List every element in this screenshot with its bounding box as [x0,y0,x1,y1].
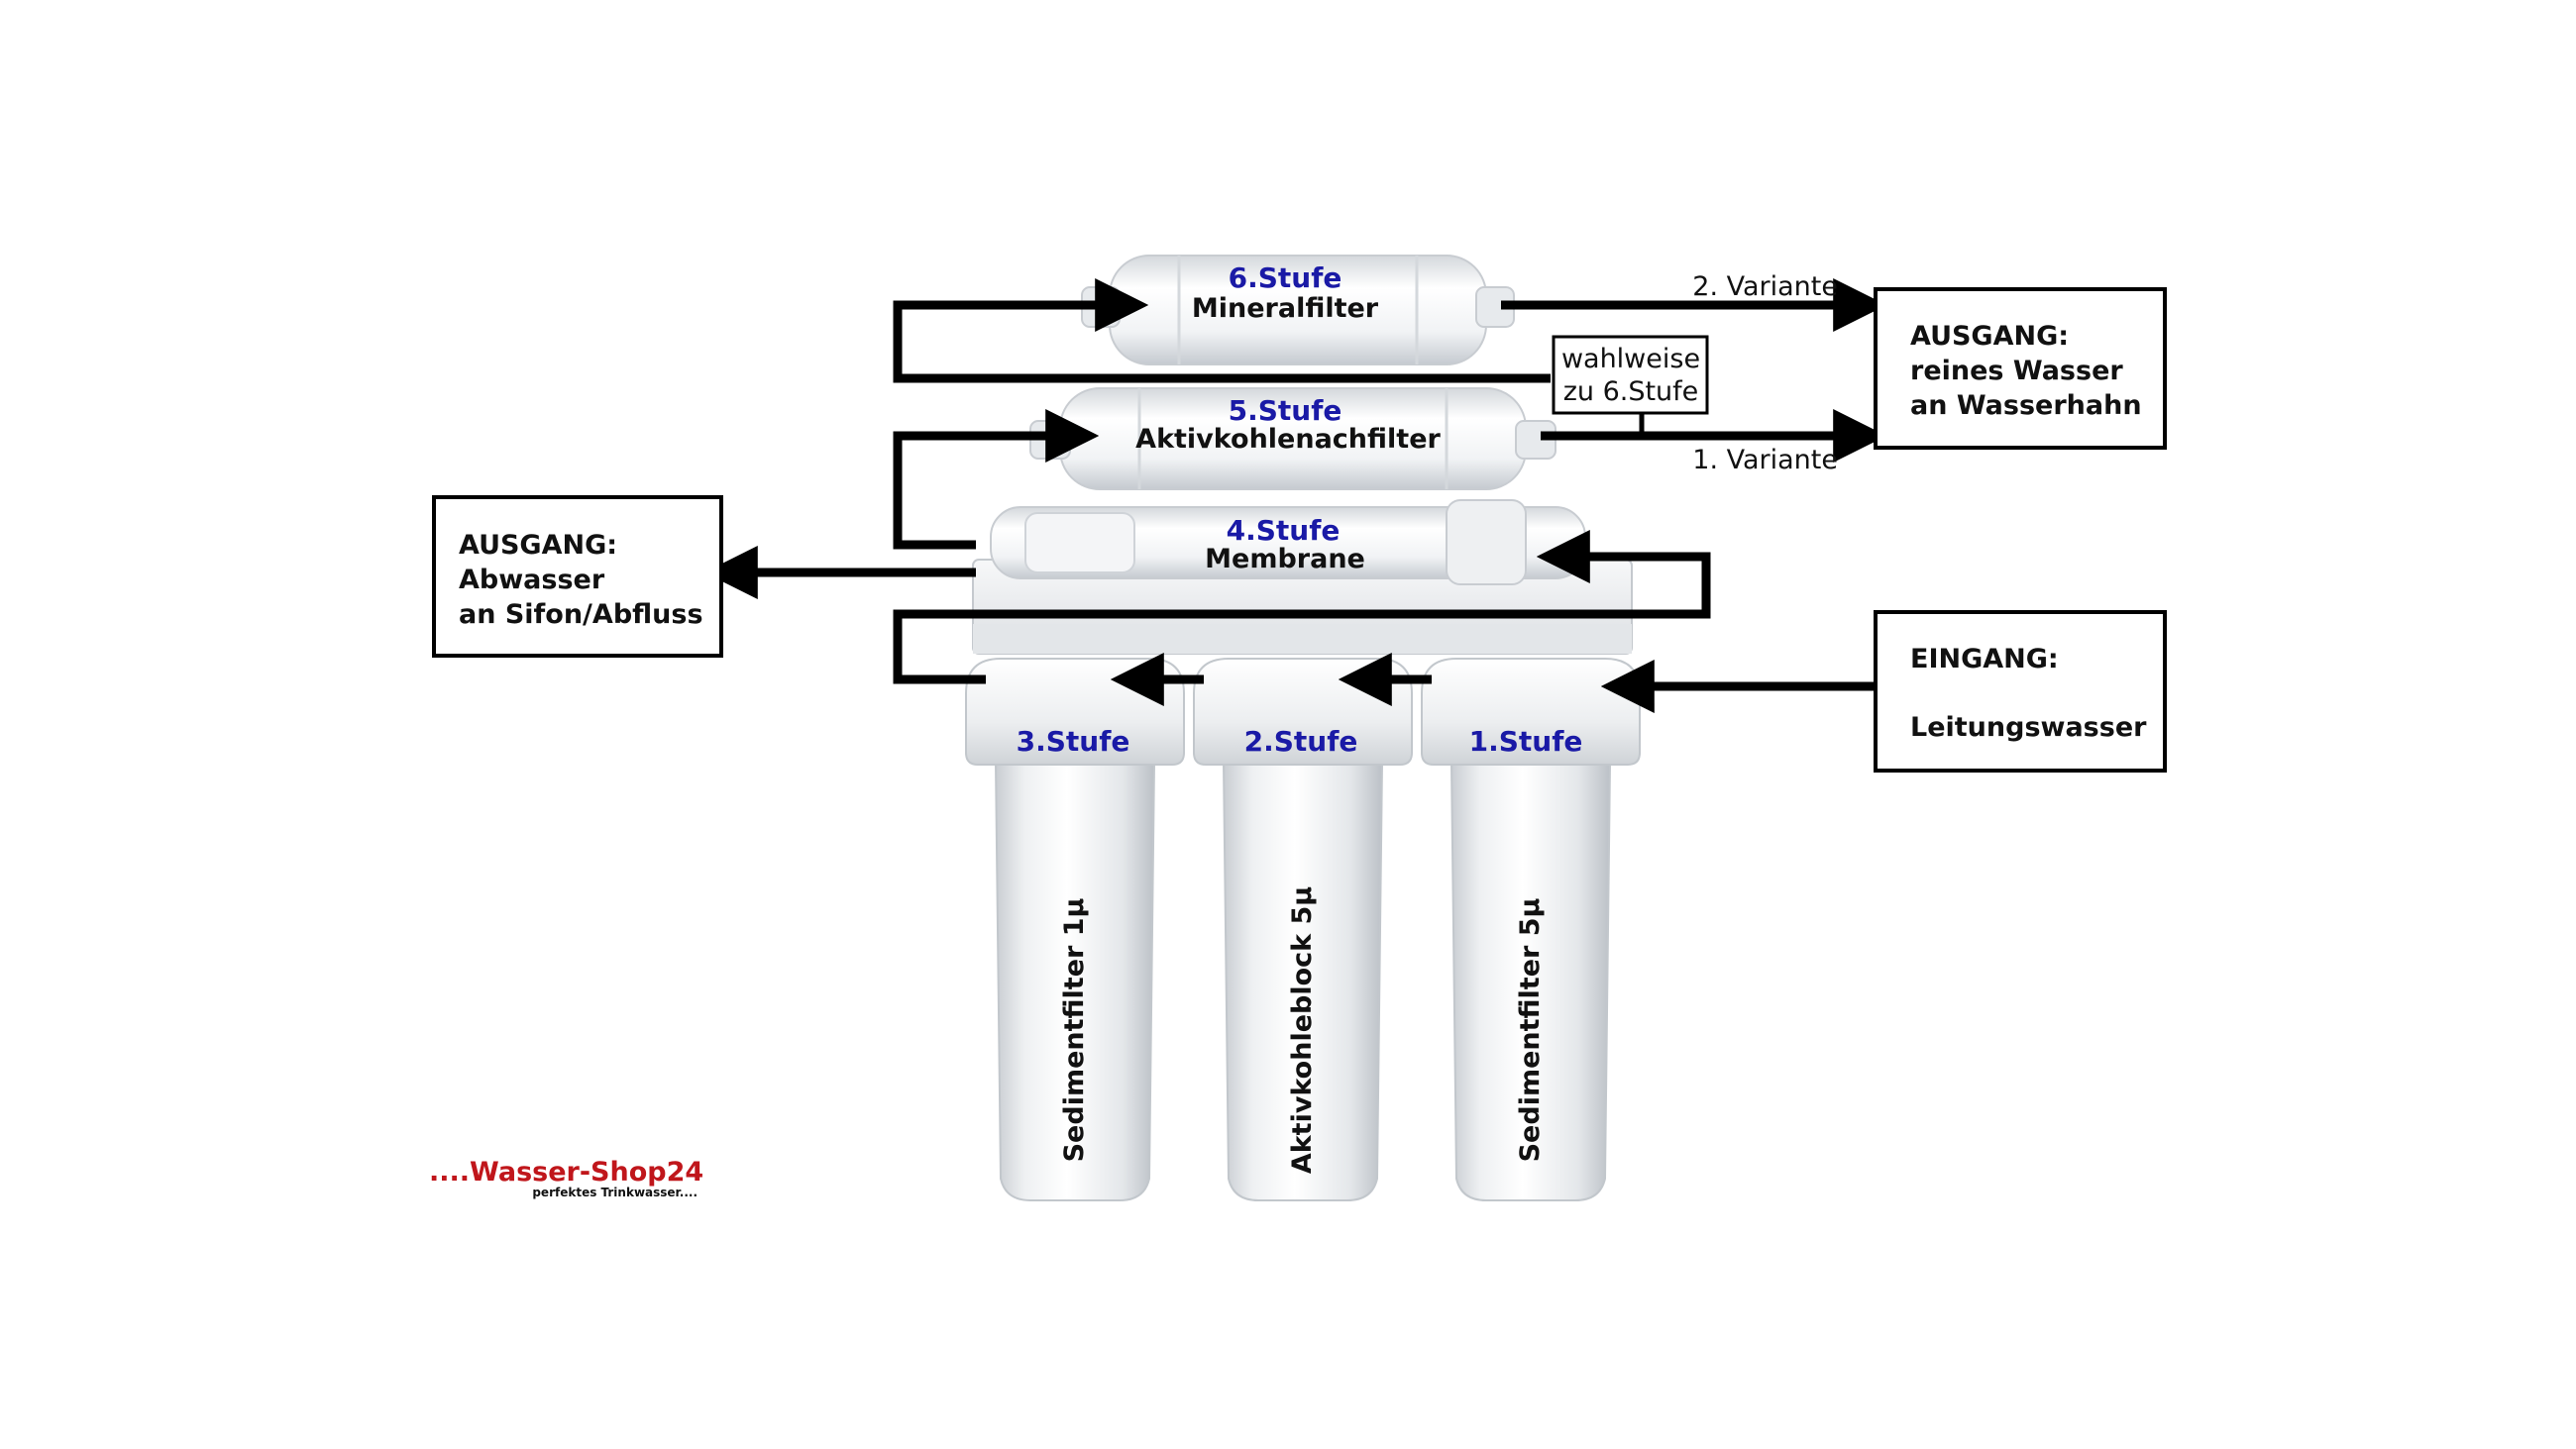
output-clean-line3: an Wasserhahn [1910,390,2142,421]
optional-note-line1: wahlweise [1561,344,1700,374]
brand-logo: ....Wasser-Shop24 perfektes Trinkwasser.… [429,1157,703,1199]
optional-note-box: wahlweise zu 6.Stufe [1552,335,1709,415]
stage3-name: Sedimentfilter 1µ [1059,897,1090,1162]
variant2-label: 2. Variante [1692,271,1838,302]
stage5-label: 5.Stufe [1229,394,1342,427]
input-line2: Leitungswasser [1910,712,2147,743]
stage6-name: Mineralfilter [1192,293,1379,324]
stage1-name: Sedimentfilter 5µ [1515,897,1546,1162]
output-clean-box: AUSGANG: reines Wasser an Wasserhahn [1874,287,2167,450]
output-waste-line3: an Sifon/Abfluss [459,599,703,630]
stage2-label: 2.Stufe [1244,725,1358,758]
arrow-membrane-to-stage5 [893,409,1100,550]
brand-name: ....Wasser-Shop24 [429,1157,703,1188]
stage4-name: Membrane [1205,544,1365,574]
variant1-label: 1. Variante [1692,445,1838,475]
output-waste-line1: AUSGANG: [459,530,617,561]
output-clean-line1: AUSGANG: [1910,321,2069,352]
stage-labels: 6.Stufe Mineralfilter 5.Stufe Aktivkohle… [1017,261,1583,1174]
optional-note-line2: zu 6.Stufe [1563,376,1699,407]
stage3-label: 3.Stufe [1017,725,1130,758]
output-waste-line2: Abwasser [459,565,605,595]
stage2-name: Aktivkohleblock 5µ [1287,886,1318,1174]
output-waste-box: AUSGANG: Abwasser an Sifon/Abfluss [432,495,723,658]
input-box: EINGANG: Leitungswasser [1874,610,2167,773]
stage1-label: 1.Stufe [1469,725,1583,758]
output-clean-line2: reines Wasser [1910,356,2123,386]
inline-filter-stage5 [1029,387,1556,490]
input-line1: EINGANG: [1910,644,2059,674]
filter-unit [965,255,1641,1201]
arrow-stage5-to-stage6 [893,278,1551,383]
flow-lines [703,278,1887,713]
bracket-rail [973,624,1632,654]
membrane-housing [990,499,1586,585]
arrow-stage3-to-membrane [893,530,1711,684]
stage6-label: 6.Stufe [1229,261,1342,294]
brand-tagline: perfektes Trinkwasser.... [532,1186,698,1199]
housing-stage1 [1421,658,1641,1201]
housing-stage3 [965,658,1185,1201]
stage5-name: Aktivkohlenachfilter [1135,424,1441,455]
stage4-label: 4.Stufe [1227,514,1341,547]
